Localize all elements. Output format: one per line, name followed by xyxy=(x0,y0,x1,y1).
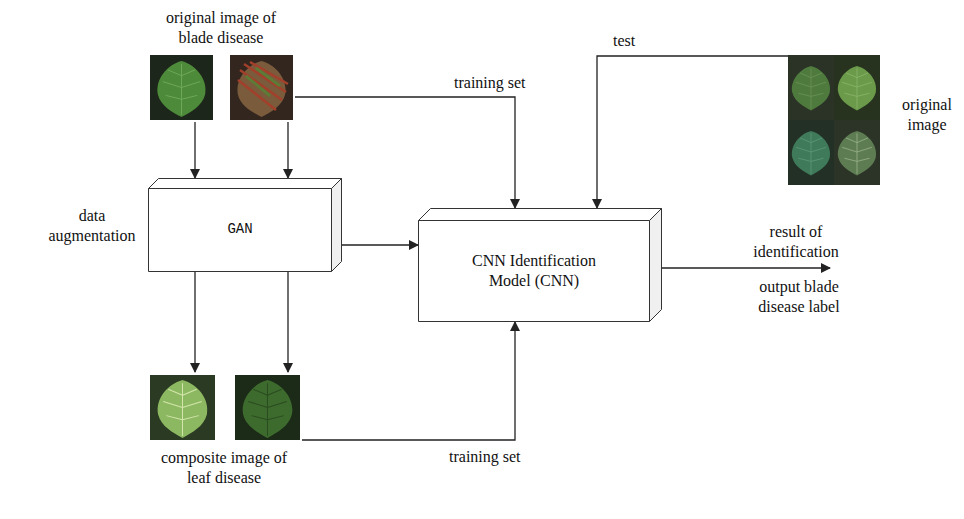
image-group: original image xyxy=(788,55,960,185)
annotation-label: result of identification xyxy=(742,222,850,262)
connector-arrow xyxy=(287,122,288,178)
connector-arrow xyxy=(302,322,515,440)
process-box: GAN xyxy=(148,178,342,272)
image-group: original image of blade disease xyxy=(147,5,295,122)
image-caption: original image xyxy=(896,95,958,135)
box-face-outline xyxy=(419,221,650,322)
box-face-outline xyxy=(650,209,662,322)
group-heading-holder: composite image of leaf disease xyxy=(154,448,294,488)
connector-arrow xyxy=(342,244,418,245)
connector-arrow xyxy=(597,56,788,208)
output-arrow xyxy=(662,267,830,268)
box-face: GAN xyxy=(148,188,332,272)
annotation-label: data augmentation xyxy=(40,206,144,246)
edge-label: training set xyxy=(447,447,523,467)
leaf-photo xyxy=(230,55,293,120)
image-group: composite image of leaf disease xyxy=(147,372,302,505)
leaf-photo xyxy=(235,375,300,440)
leaf-photo xyxy=(150,375,215,440)
box-label: GAN xyxy=(227,221,252,239)
leaf-photo xyxy=(150,55,213,120)
box-face-outline xyxy=(419,209,662,221)
connector-arrow xyxy=(287,272,288,372)
box-face-outline xyxy=(149,179,342,189)
connector-arrow xyxy=(194,272,195,372)
image-caption: original image of blade disease xyxy=(156,8,286,48)
image-caption: composite image of leaf disease xyxy=(154,448,294,488)
box-label: CNN Identification Model (CNN) xyxy=(459,251,609,291)
box-face-outline xyxy=(149,189,332,272)
edge-label: training set xyxy=(452,73,528,93)
box-face: CNN Identification Model (CNN) xyxy=(418,220,650,322)
process-box: CNN Identification Model (CNN) xyxy=(418,208,662,322)
group-heading-holder: original image xyxy=(896,95,958,135)
leaf-photo xyxy=(788,55,880,185)
group-heading-holder: original image of blade disease xyxy=(156,8,286,48)
box-face-outline xyxy=(332,179,342,272)
annotation-label: output blade disease label xyxy=(745,277,853,317)
connector-arrow xyxy=(194,122,195,178)
edge-label: test xyxy=(611,31,637,51)
